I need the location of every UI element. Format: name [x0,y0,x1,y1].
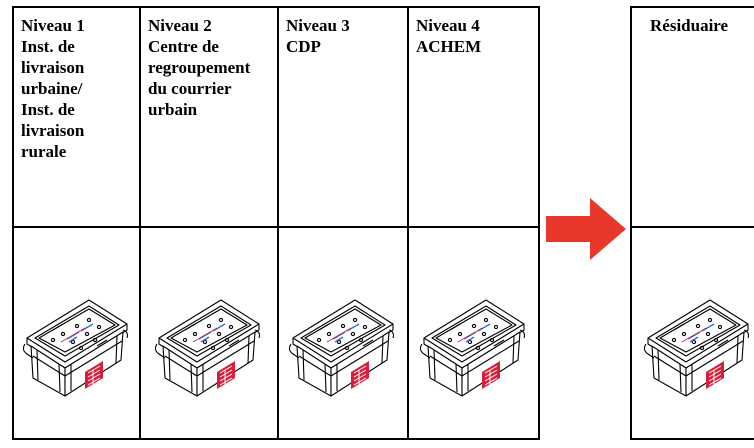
title-line: du courrier [148,79,232,98]
mail-container-icon [289,299,395,397]
column-niveau-3: Niveau 3 CDP [277,6,409,440]
title-line: Inst. de [21,37,75,56]
title-line: rurale [21,142,67,161]
column-body [14,228,139,438]
column-body [279,228,407,438]
title-line: CDP [286,37,321,56]
column-header: Niveau 2 Centre de regroupement du courr… [141,8,277,228]
title-line: ACHEM [416,37,482,56]
column-body [409,228,538,438]
column-header: Niveau 3 CDP [279,8,407,228]
title-line: Résiduaire [650,16,729,35]
title-line: Niveau 4 [416,16,480,35]
column-niveau-1: Niveau 1 Inst. de livraison urbaine/ Ins… [12,6,141,440]
title-line: Niveau 3 [286,16,350,35]
mail-container-icon [22,299,128,397]
column-body [141,228,277,438]
column-niveau-2: Niveau 2 Centre de regroupement du courr… [139,6,279,440]
column-header: Niveau 1 Inst. de livraison urbaine/ Ins… [14,8,139,228]
right-arrow-icon [546,198,626,260]
title-line: Centre de [148,37,219,56]
column-body [632,228,754,438]
title-line: urbaine/ [21,79,83,98]
column-residuaire: Résiduaire [630,6,754,440]
title-line: regroupement [148,58,251,77]
mail-container-icon [644,299,750,397]
column-title: Niveau 3 CDP [286,15,350,57]
column-title: Niveau 2 Centre de regroupement du courr… [148,15,250,120]
title-line: livraison [21,121,85,140]
title-line: livraison [21,58,85,77]
title-line: urbain [148,100,198,119]
column-title: Niveau 1 Inst. de livraison urbaine/ Ins… [21,15,85,162]
column-header: Résiduaire [632,8,754,228]
mail-container-icon [419,299,525,397]
column-niveau-4: Niveau 4 ACHEM [407,6,540,440]
mail-container-icon [155,299,261,397]
column-title: Niveau 4 ACHEM [416,15,481,57]
arrow-shape [546,198,626,260]
title-line: Niveau 2 [148,16,212,35]
title-line: Inst. de [21,100,75,119]
column-header: Niveau 4 ACHEM [409,8,538,228]
column-title: Résiduaire [650,15,728,36]
title-line: Niveau 1 [21,16,85,35]
